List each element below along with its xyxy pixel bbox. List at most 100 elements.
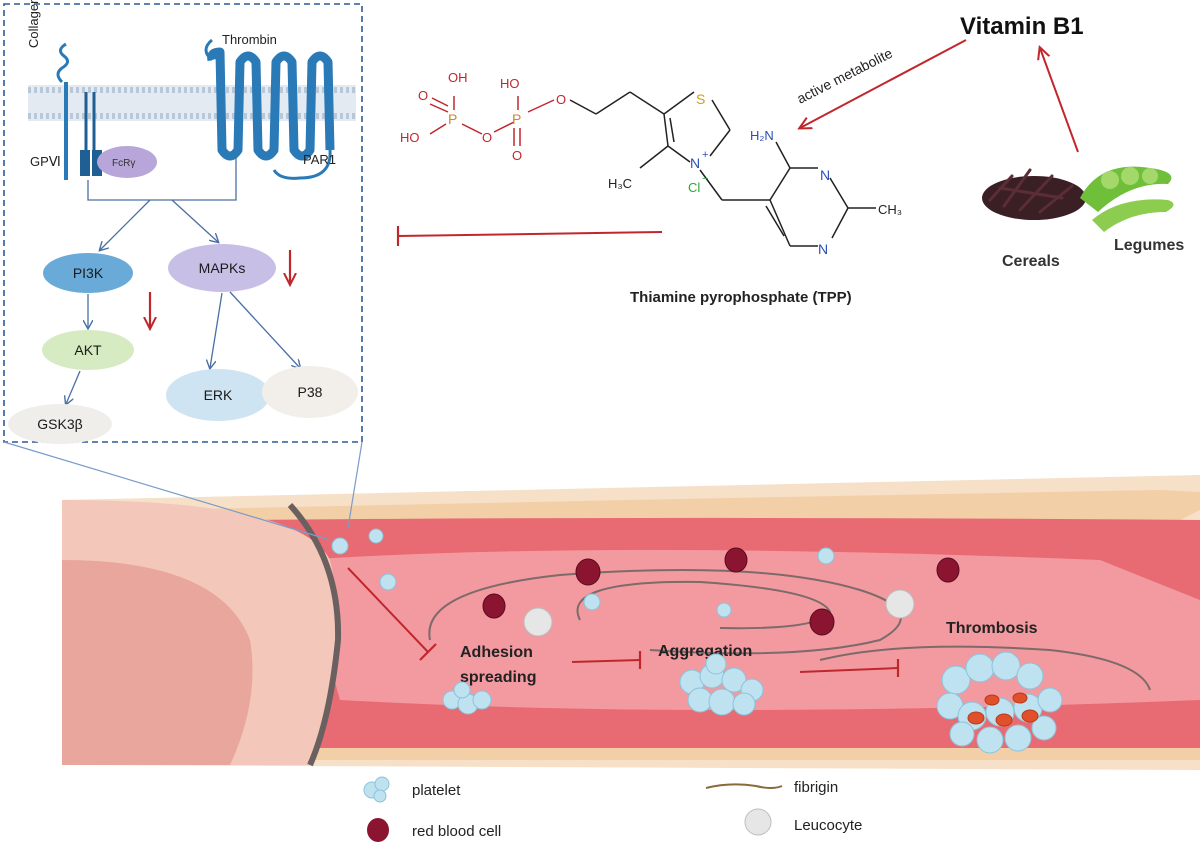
legend-fibrigin-label: fibrigin <box>794 779 838 796</box>
cell-membrane <box>28 85 356 121</box>
gpvi-receptor <box>64 82 102 180</box>
blood-vessel <box>62 475 1200 770</box>
zoom-line-left <box>3 441 331 541</box>
red-blood-cell <box>936 557 960 583</box>
inset-to-adhesion-inhibit <box>347 567 429 653</box>
tpp-minus: − <box>702 173 708 185</box>
arrow-mapks-erk <box>210 292 223 368</box>
active-metabolite-label: active metabolite <box>794 45 895 107</box>
thrombosis-label: Thrombosis <box>946 620 1038 637</box>
food-to-vitamin-arrow <box>1040 48 1079 153</box>
legend-leucocyte-label: Leucocyte <box>794 817 862 834</box>
red-blood-cells <box>482 547 960 636</box>
tpp-plus: + <box>702 149 708 161</box>
aggregation-platelet-cluster <box>679 653 764 716</box>
red-blood-cell <box>575 558 601 586</box>
tpp-n1: N <box>820 167 830 183</box>
thrombin-label: Thrombin <box>222 32 277 47</box>
p38-node <box>262 366 358 418</box>
tpp-ho1: HO <box>400 130 420 145</box>
inset-to-adhesion-bar <box>419 643 437 661</box>
adhesion-platelet-cluster <box>442 681 492 715</box>
leucocyte <box>523 607 553 637</box>
legend-rbc-icon <box>367 818 389 842</box>
aggregation-to-thrombosis-inhibit <box>799 667 899 673</box>
tpp-o2: O <box>482 130 492 145</box>
p38-label: P38 <box>298 384 323 400</box>
platelet <box>331 537 349 555</box>
leucocyte <box>885 589 915 619</box>
legend-fibrigin-icon <box>705 783 783 789</box>
legend: platelet red blood cell fibrigin Leucocy… <box>363 776 862 842</box>
pi3k-label: PI3K <box>73 265 104 281</box>
adhesion-label-line1: Adhesion <box>460 644 533 661</box>
cereals-label: Cereals <box>1002 253 1060 270</box>
platelets <box>331 528 835 618</box>
red-blood-cell <box>482 593 506 619</box>
legend-leucocyte-icon <box>744 808 772 836</box>
tpp-h3c: H₃C <box>608 176 632 191</box>
tpp-o3: O <box>512 148 522 163</box>
akt-node <box>42 330 134 370</box>
tpp-inhibition-line <box>397 231 663 237</box>
mapks-label: MAPKs <box>199 260 246 276</box>
tpp-s: S <box>696 91 705 107</box>
signaling-inset: Collagen GPⅥ FcRγ Thrombin PAR1 PI3K MAP… <box>3 0 363 541</box>
par1-receptor <box>207 47 335 161</box>
gsk3b-node <box>8 404 112 444</box>
tpp-o1: O <box>418 88 428 103</box>
tpp-ho2: HO <box>500 76 520 91</box>
legumes-label: Legumes <box>1114 237 1184 254</box>
tpp-n-plus: N <box>690 155 700 171</box>
gsk3b-label: GSK3β <box>37 416 82 432</box>
legumes-icon <box>1080 166 1174 232</box>
tpp-o4: O <box>556 92 566 107</box>
tpp-n2: N <box>818 241 828 257</box>
zoom-line-right <box>347 441 363 529</box>
platelet <box>379 573 397 591</box>
platelet <box>583 593 601 611</box>
flow-swirl <box>428 569 1151 691</box>
gpvi-label: GPⅥ <box>30 154 61 169</box>
vitamin-to-tpp-arrow <box>800 39 967 128</box>
tpp-oh1: OH <box>448 70 468 85</box>
aggregation-label: Aggregation <box>658 643 752 660</box>
red-blood-cell <box>809 608 835 636</box>
tpp-h2n: H₂N <box>750 128 774 143</box>
tpp-ch3: CH₃ <box>878 202 902 217</box>
fcry-label: FcRγ <box>112 158 135 169</box>
leucocytes <box>523 589 915 637</box>
arrow-mapks-p38 <box>229 291 300 368</box>
arrow-to-mapks <box>171 199 218 242</box>
legend-platelet-icon <box>363 776 390 803</box>
collagen-label: Collagen <box>26 0 41 48</box>
mapks-node <box>168 244 276 292</box>
arrow-to-pi3k <box>100 199 151 250</box>
receptor-bracket <box>87 158 237 201</box>
platelet <box>817 547 835 565</box>
erk-node <box>166 369 270 421</box>
legend-platelet-label: platelet <box>412 782 461 799</box>
par1-label: PAR1 <box>303 152 336 167</box>
legend-rbc-label: red blood cell <box>412 823 501 840</box>
tpp-p1: P <box>448 111 457 127</box>
akt-label: AKT <box>74 342 102 358</box>
erk-label: ERK <box>204 387 233 403</box>
cereals-icon <box>982 168 1086 220</box>
red-blood-cell <box>724 547 748 573</box>
tpp-p2: P <box>512 111 521 127</box>
arrow-akt-gsk <box>66 370 81 404</box>
platelet <box>716 602 732 618</box>
collagen-fiber <box>56 42 69 84</box>
fcry-ellipse <box>97 146 157 178</box>
tpp-cl: Cl <box>688 180 700 195</box>
tpp-structure: OH O P HO O HO P O O S N + Cl − H₃C H₂N … <box>400 70 902 306</box>
pi3k-node <box>43 253 133 293</box>
adhesion-to-aggregation-inhibit <box>571 659 641 663</box>
vitamin-b1-label: Vitamin B1 <box>960 13 1084 40</box>
thrombus-cluster <box>936 651 1063 754</box>
tpp-title: Thiamine pyrophosphate (TPP) <box>630 289 852 306</box>
adhesion-label-line2: spreading <box>460 669 536 686</box>
platelet <box>368 528 384 544</box>
